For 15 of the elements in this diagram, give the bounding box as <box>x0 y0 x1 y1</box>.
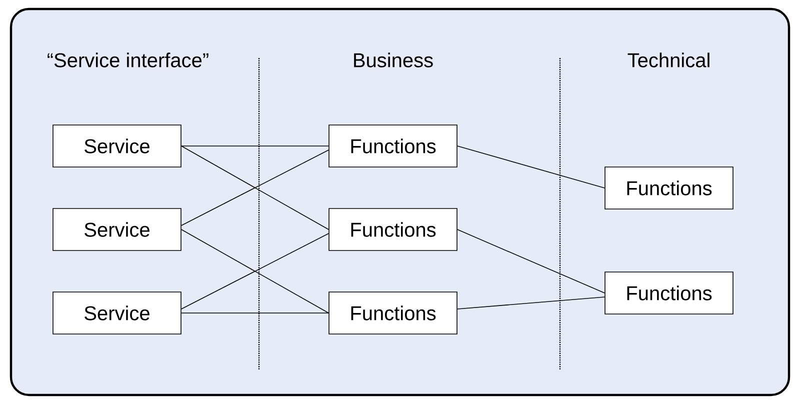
connector-line <box>457 229 605 294</box>
process-box: Service <box>52 208 182 251</box>
process-box: Service <box>52 292 182 334</box>
process-box: Functions <box>604 166 734 210</box>
column-heading: “Service interface” <box>48 52 208 68</box>
process-box: Functions <box>328 292 458 334</box>
process-box: Functions <box>328 124 458 168</box>
process-box: Service <box>52 124 182 168</box>
process-box: Functions <box>328 208 458 251</box>
connector-line <box>457 296 605 310</box>
connector-line <box>457 146 605 188</box>
column-heading: Business <box>354 52 433 68</box>
column-heading: Technical <box>628 52 710 68</box>
connector-line <box>181 312 329 314</box>
process-box: Functions <box>604 272 734 314</box>
